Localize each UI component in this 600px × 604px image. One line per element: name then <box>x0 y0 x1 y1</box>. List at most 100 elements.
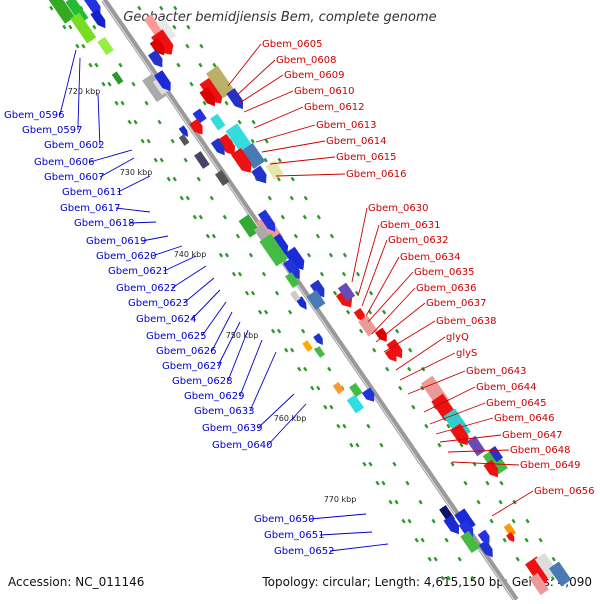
gene-feature[interactable] <box>70 12 97 44</box>
gene-feature[interactable] <box>349 382 363 398</box>
gene-label-right[interactable]: Gbem_0630 <box>368 203 428 214</box>
gene-feature[interactable] <box>306 290 326 310</box>
gene-label-left[interactable]: Gbem_0625 <box>146 331 206 342</box>
gene-label-right[interactable]: Gbem_0616 <box>346 169 406 180</box>
gene-label-left[interactable]: Gbem_0596 <box>4 110 64 121</box>
gene-label-right[interactable]: Gbem_0634 <box>400 252 460 263</box>
gene-label-right[interactable]: Gbem_0648 <box>510 445 570 456</box>
gene-feature[interactable] <box>192 108 207 124</box>
gene-label-right[interactable]: Gbem_0613 <box>316 120 376 131</box>
gene-label-left[interactable]: Gbem_0618 <box>74 218 134 229</box>
gene-label-right[interactable]: Gbem_0637 <box>426 298 486 309</box>
gene-label-right[interactable]: Gbem_0647 <box>502 430 562 441</box>
gene-feature[interactable] <box>142 73 167 103</box>
gene-feature[interactable] <box>503 523 517 537</box>
gene-feature[interactable] <box>90 9 109 31</box>
gene-feature[interactable] <box>199 86 220 109</box>
gene-feature[interactable] <box>358 315 378 337</box>
gene-feature[interactable] <box>241 142 266 170</box>
gene-feature[interactable] <box>48 0 75 24</box>
gene-feature[interactable] <box>225 123 252 153</box>
gene-feature[interactable] <box>284 246 308 274</box>
gene-feature[interactable] <box>477 529 493 547</box>
gene-feature[interactable] <box>529 572 549 596</box>
gene-feature[interactable] <box>210 138 229 158</box>
gene-label-right[interactable]: Gbem_0614 <box>326 136 386 147</box>
gene-feature[interactable] <box>460 530 480 554</box>
gene-label-right[interactable]: Gbem_0608 <box>276 55 336 66</box>
gene-feature[interactable] <box>189 118 206 138</box>
gene-label-left[interactable]: Gbem_0624 <box>136 314 196 325</box>
gene-label-left[interactable]: Gbem_0651 <box>264 530 324 541</box>
gene-feature[interactable] <box>525 556 552 587</box>
gene-feature[interactable] <box>265 160 284 180</box>
gene-feature[interactable] <box>313 333 326 347</box>
gene-label-right[interactable]: Gbem_0615 <box>336 152 396 163</box>
gene-feature[interactable] <box>65 0 89 24</box>
gene-label-left[interactable]: Gbem_0633 <box>194 406 254 417</box>
gene-label-right[interactable]: Gbem_0656 <box>534 486 594 497</box>
gene-label-left[interactable]: Gbem_0607 <box>44 172 104 183</box>
gene-label-right[interactable]: Gbem_0635 <box>414 267 474 278</box>
gene-label-left[interactable]: Gbem_0622 <box>116 283 176 294</box>
gene-label-left[interactable]: Gbem_0597 <box>22 125 82 136</box>
gene-label-left[interactable]: Gbem_0628 <box>172 376 232 387</box>
gene-feature[interactable] <box>353 307 369 324</box>
gene-feature[interactable] <box>230 147 256 176</box>
gene-feature[interactable] <box>206 65 235 99</box>
gene-label-right[interactable]: Gbem_0609 <box>284 70 344 81</box>
gene-feature[interactable] <box>210 113 226 131</box>
gene-feature[interactable] <box>488 445 504 463</box>
gene-feature[interactable] <box>97 36 114 56</box>
gene-label-right[interactable]: Gbem_0646 <box>494 413 554 424</box>
gene-label-right[interactable]: Gbem_0632 <box>388 235 448 246</box>
gene-label-right[interactable]: Gbem_0610 <box>294 86 354 97</box>
gene-feature[interactable] <box>283 258 304 282</box>
gene-label-left[interactable]: Gbem_0611 <box>62 187 122 198</box>
gene-feature[interactable] <box>111 71 124 85</box>
gene-label-right[interactable]: Gbem_0612 <box>304 102 364 113</box>
gene-feature[interactable] <box>151 29 177 58</box>
gene-feature[interactable] <box>309 279 328 300</box>
gene-feature[interactable] <box>346 394 365 414</box>
gene-feature[interactable] <box>375 327 390 345</box>
gene-label-right[interactable]: Gbem_0645 <box>486 398 546 409</box>
gene-label-right[interactable]: Gbem_0643 <box>466 366 526 377</box>
gene-label-left[interactable]: Gbem_0640 <box>212 440 272 451</box>
gene-label-right[interactable]: glyS <box>456 348 477 359</box>
gene-label-left[interactable]: Gbem_0650 <box>254 514 314 525</box>
gene-feature[interactable] <box>548 561 572 587</box>
gene-label-right[interactable]: Gbem_0638 <box>436 316 496 327</box>
gene-feature[interactable] <box>251 165 270 186</box>
gene-feature[interactable] <box>361 387 378 404</box>
gene-feature[interactable] <box>178 134 190 146</box>
gene-feature[interactable] <box>143 14 164 38</box>
gene-feature[interactable] <box>178 125 191 138</box>
gene-feature[interactable] <box>478 540 497 560</box>
gene-label-left[interactable]: Gbem_0606 <box>34 157 94 168</box>
gene-label-left[interactable]: Gbem_0602 <box>44 140 104 151</box>
gene-feature[interactable] <box>443 514 463 537</box>
gene-label-left[interactable]: Gbem_0652 <box>274 546 334 557</box>
gene-feature[interactable] <box>214 169 230 187</box>
gene-feature[interactable] <box>384 347 400 365</box>
gene-feature[interactable] <box>302 340 313 352</box>
gene-label-right[interactable]: Gbem_0605 <box>262 39 322 50</box>
gene-label-left[interactable]: Gbem_0629 <box>184 391 244 402</box>
gene-label-right[interactable]: Gbem_0631 <box>380 220 440 231</box>
gene-feature[interactable] <box>289 290 301 302</box>
gene-label-left[interactable]: Gbem_0626 <box>156 346 216 357</box>
gene-feature[interactable] <box>332 381 345 395</box>
gene-feature[interactable] <box>157 19 176 41</box>
gene-label-right[interactable]: glyQ <box>446 332 469 343</box>
gene-label-left[interactable]: Gbem_0639 <box>202 423 262 434</box>
gene-feature[interactable] <box>83 0 105 18</box>
gene-feature[interactable] <box>149 37 168 58</box>
gene-label-left[interactable]: Gbem_0627 <box>162 361 222 372</box>
gene-feature[interactable] <box>506 532 517 544</box>
gene-label-right[interactable]: Gbem_0644 <box>476 382 536 393</box>
gene-feature[interactable] <box>194 151 210 169</box>
gene-feature[interactable] <box>238 214 260 238</box>
gene-feature[interactable] <box>285 271 300 289</box>
